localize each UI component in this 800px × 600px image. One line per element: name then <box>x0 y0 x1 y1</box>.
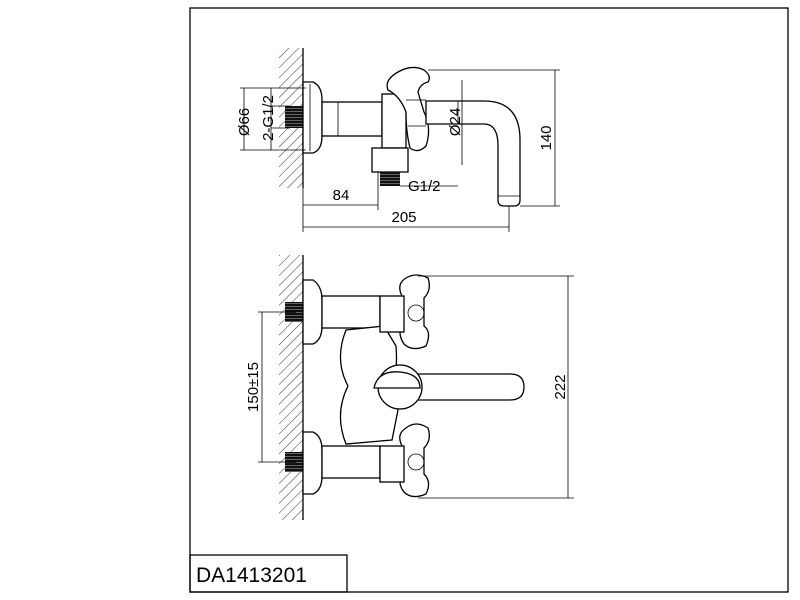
cross-handle-side <box>386 66 430 152</box>
dim-height: 140 <box>538 125 555 150</box>
front-view: 150±15 222 <box>245 255 574 520</box>
flange-lower <box>302 431 323 495</box>
dim-total-depth: 205 <box>391 209 416 226</box>
valve-body-front <box>339 325 399 445</box>
valve-body-side <box>321 101 383 137</box>
dim-flange-diameter: Ø66 <box>236 108 253 136</box>
flange-upper <box>302 279 323 345</box>
spout-front <box>407 373 525 401</box>
product-code: DA1413201 <box>196 564 307 587</box>
drawing-border <box>189 7 789 593</box>
dim-wall-to-body: 84 <box>333 187 350 204</box>
side-view: Ø66 2-G1/2 Ø24 140 G1/2 84 205 <box>236 48 560 232</box>
dim-center-distance: 150±15 <box>245 362 262 412</box>
flange-side <box>302 81 323 154</box>
dim-total-height: 222 <box>552 374 569 399</box>
wall-hatch-bottom <box>279 255 303 520</box>
outlet-block-side <box>371 147 409 173</box>
title-block <box>189 554 348 593</box>
dim-inlet-thread: 2-G1/2 <box>260 95 277 141</box>
dim-spout-diameter: Ø24 <box>447 108 464 136</box>
dim-outlet-thread: G1/2 <box>408 178 441 195</box>
